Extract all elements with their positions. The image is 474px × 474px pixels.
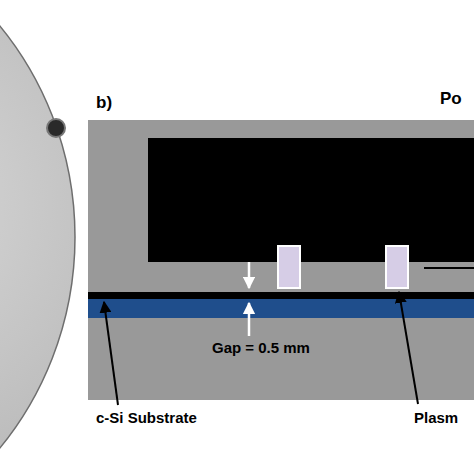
electrode-block: [148, 138, 474, 262]
leader-line: [104, 302, 118, 405]
disc-hole: [47, 119, 65, 137]
leader-line: [399, 292, 418, 404]
part-label: c-Si Substrate: [96, 410, 197, 427]
plasma-channel: [386, 246, 408, 288]
disc-photo: [0, 0, 75, 474]
gap-arrow: [248, 303, 251, 336]
panel-label: b): [96, 94, 112, 113]
plasma-channel: [278, 246, 300, 288]
dimension-label: Gap = 0.5 mm: [212, 340, 310, 357]
leader-line: [424, 267, 474, 269]
substrate-layer: [88, 299, 474, 318]
substrate-top-layer: [88, 292, 474, 299]
part-label: Plasm: [414, 410, 458, 427]
part-label: Po: [440, 90, 462, 109]
background-panel: [88, 120, 474, 400]
gap-arrow: [248, 262, 251, 288]
